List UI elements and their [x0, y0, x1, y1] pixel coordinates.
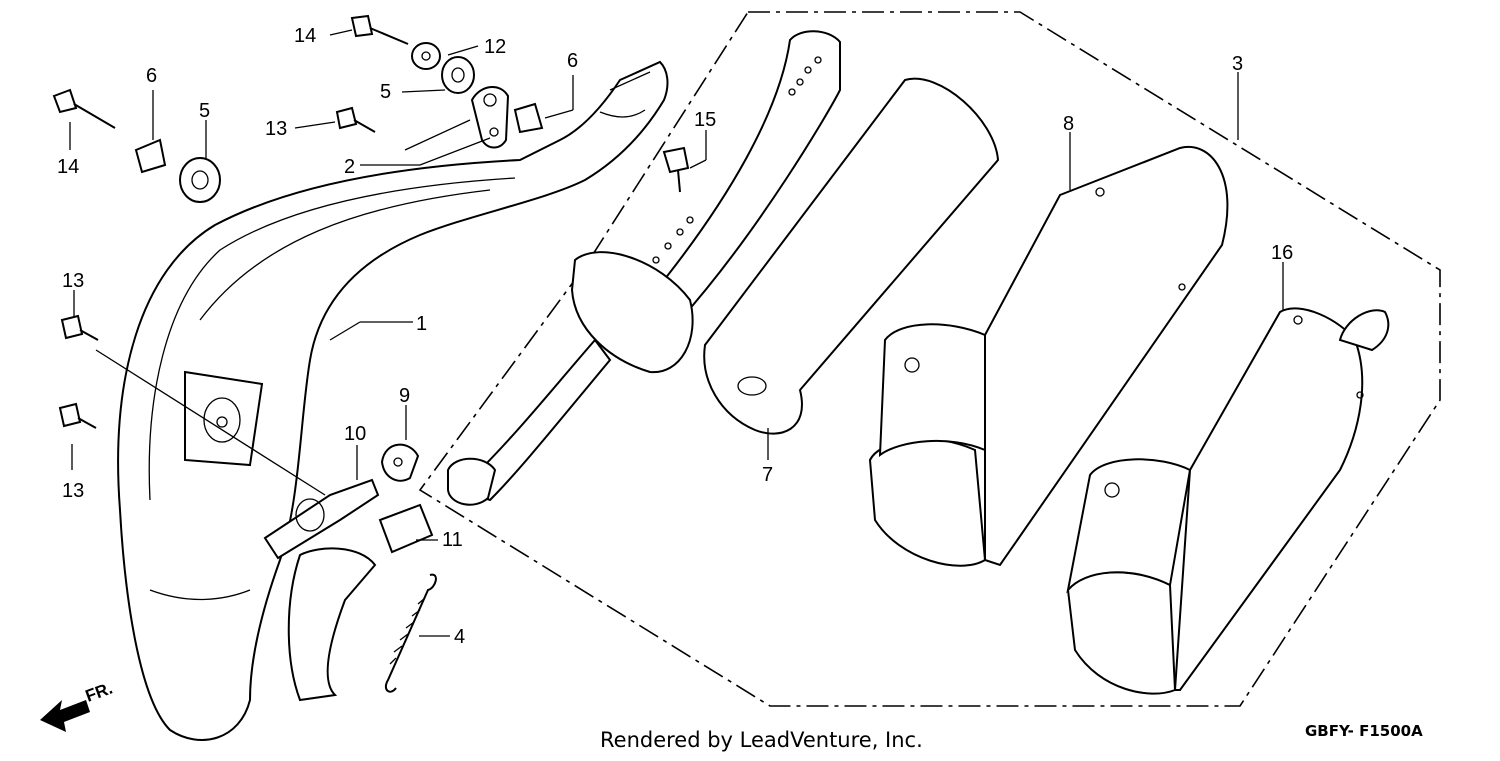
callout-15: 15	[694, 109, 716, 131]
part-6-collar-right	[513, 102, 544, 134]
callout-6-left: 6	[146, 65, 157, 87]
part-11-collar	[378, 503, 434, 554]
part-14-bolt-upper	[350, 14, 409, 45]
part-15-bolt	[662, 146, 690, 193]
part-13-bolt-upper	[335, 106, 376, 133]
part-13-bolt-lower	[58, 402, 97, 429]
part-6-collar-left	[134, 138, 167, 174]
part-12-washer	[411, 42, 441, 70]
callout-13-lower: 13	[62, 480, 84, 502]
part-5-rubber-left	[179, 157, 221, 203]
callout-14-left: 14	[57, 156, 79, 178]
leader-lines	[69, 29, 1284, 637]
part-2-bracket	[470, 86, 510, 149]
callout-14-upper: 14	[294, 25, 316, 47]
part-5-rubber-upper	[441, 56, 475, 94]
part-4-spring	[384, 573, 437, 693]
callout-1: 1	[416, 313, 427, 335]
callout-6-right: 6	[567, 50, 578, 72]
callout-16: 16	[1271, 242, 1293, 264]
callout-4: 4	[454, 626, 465, 648]
callout-5-left: 5	[199, 100, 210, 122]
direction-label: FR.	[83, 679, 115, 706]
diagram-code: GBFY- F1500A	[1305, 722, 1423, 740]
callout-13-upper: 13	[265, 118, 287, 140]
part-7-packing	[703, 77, 1000, 435]
render-credit: Rendered by LeadVenture, Inc.	[600, 728, 923, 752]
part-13-bolt-middle	[60, 314, 99, 341]
part-8-muffler-body	[868, 145, 1229, 567]
inner-pipe	[447, 30, 841, 506]
callout-11: 11	[442, 529, 463, 551]
part-16-muffler-assembly	[1066, 307, 1390, 695]
callout-12: 12	[484, 36, 506, 58]
callout-9: 9	[399, 385, 410, 407]
callout-10: 10	[344, 423, 366, 445]
callout-7: 7	[762, 464, 773, 486]
callout-8: 8	[1063, 113, 1074, 135]
part-10-stay	[263, 478, 380, 560]
callout-3: 3	[1232, 53, 1243, 75]
part-1-expansion-chamber	[117, 60, 669, 741]
callout-2: 2	[344, 156, 355, 178]
assembly-boundary-3	[418, 11, 1441, 707]
callout-5-upper: 5	[380, 81, 391, 103]
part-14-bolt-left	[52, 88, 116, 129]
callout-13-middle: 13	[62, 270, 84, 292]
part-9-clamp	[380, 443, 420, 482]
front-direction-arrow: FR.	[40, 679, 115, 732]
